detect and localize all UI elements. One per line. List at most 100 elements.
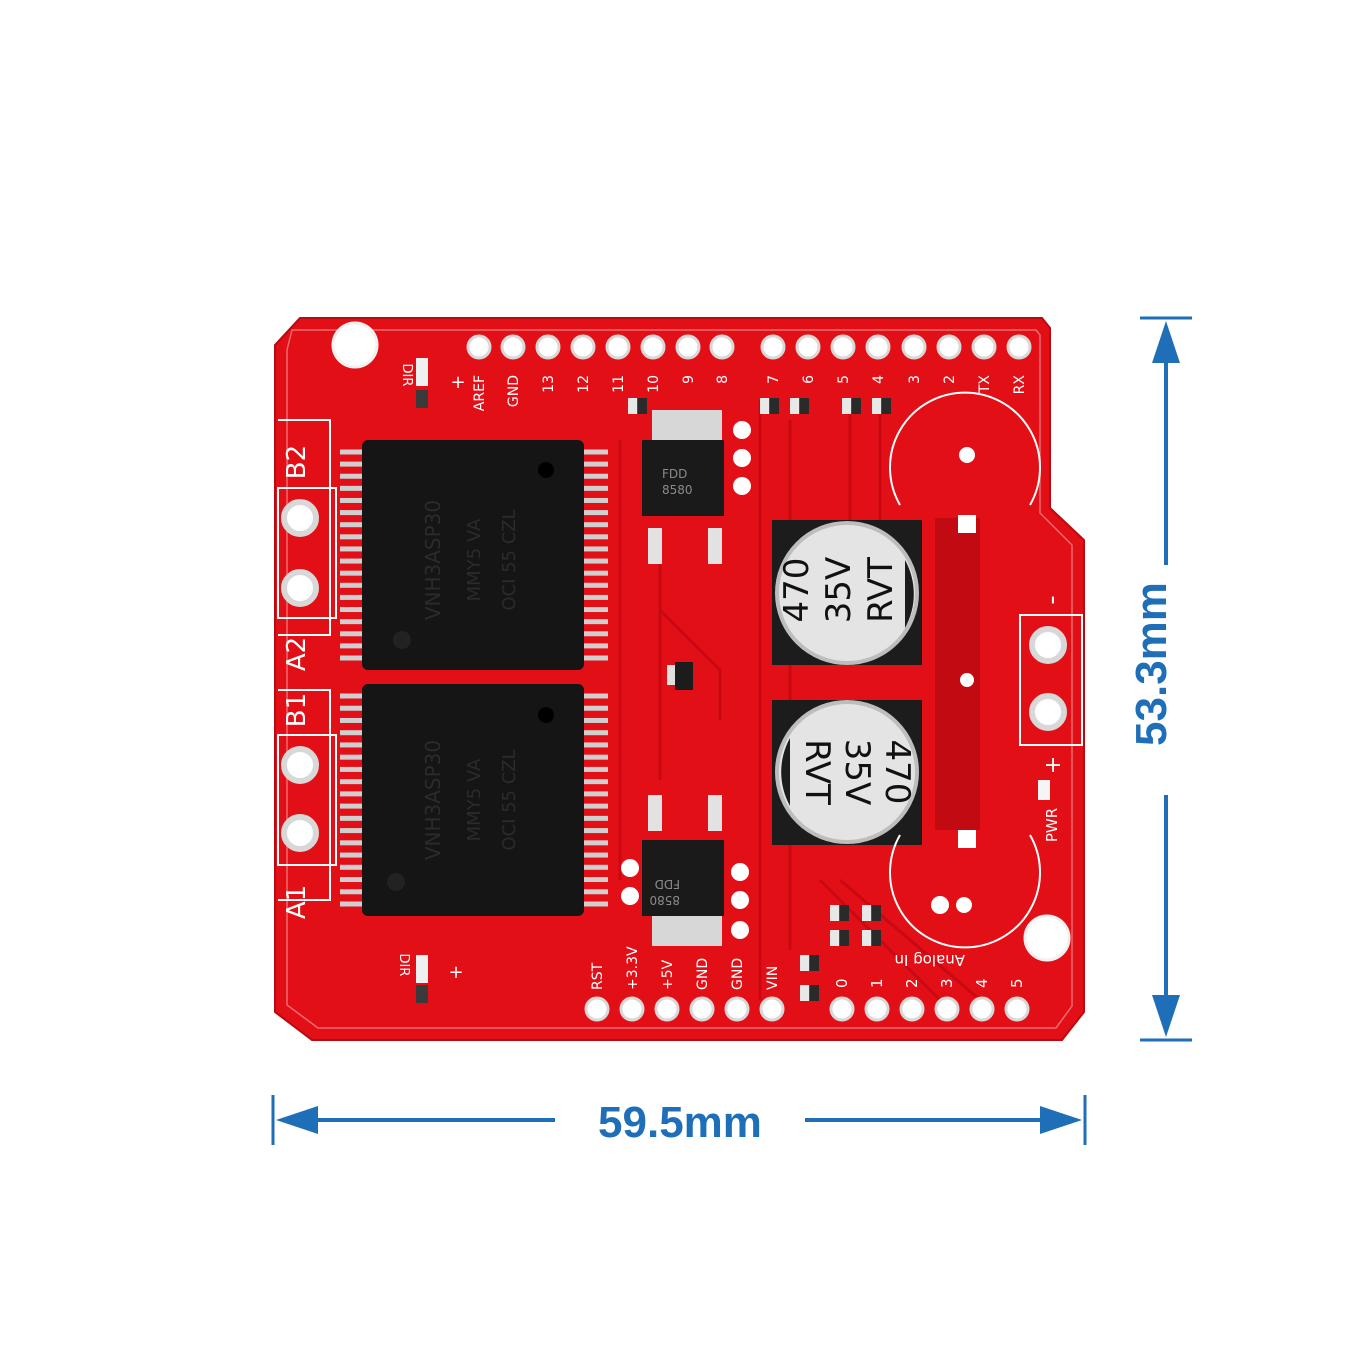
chip-pin	[584, 449, 608, 455]
chip-pin	[340, 582, 362, 588]
chip-pin	[584, 791, 608, 797]
header-pad	[640, 334, 666, 360]
bottom-pin-label: RST	[590, 962, 606, 990]
bottom-pin-label: +5V	[660, 959, 676, 990]
svg-text:470: 470	[777, 558, 817, 623]
header-pad	[759, 996, 785, 1022]
header-pad	[934, 996, 960, 1022]
header-pad	[969, 996, 995, 1022]
chip-pin	[340, 766, 362, 772]
analog-pin-label: 0	[833, 978, 851, 988]
chip-pin	[340, 877, 362, 883]
svg-text:DIR: DIR	[396, 954, 411, 977]
power-pad	[1029, 693, 1067, 731]
smd-resistor	[760, 398, 769, 414]
smd-resistor	[830, 930, 839, 946]
analog-pin-label: 1	[868, 978, 886, 988]
terminal-label-a1: A1	[282, 885, 312, 919]
header-pad	[466, 334, 492, 360]
chip-pin	[340, 655, 362, 661]
chip-pin	[584, 779, 608, 785]
chip-pin	[340, 828, 362, 834]
header-pad	[619, 996, 645, 1022]
chip-pin	[584, 717, 608, 723]
chip-pin	[584, 742, 608, 748]
chip-pin	[340, 594, 362, 600]
header-pad	[971, 334, 997, 360]
svg-text:8580: 8580	[649, 893, 680, 907]
bottom-pin-label: GND	[695, 958, 711, 990]
chip-pin	[584, 546, 608, 552]
chip-pin	[340, 522, 362, 528]
analog-in-label: Analog In	[894, 951, 965, 969]
top-pin-label: 9	[681, 375, 697, 384]
chip-pin	[584, 730, 608, 736]
chip-pin	[340, 631, 362, 637]
chip-pin	[340, 473, 362, 479]
terminal-label-a2: A2	[282, 637, 312, 671]
svg-text:470: 470	[877, 740, 917, 805]
header-pad	[795, 334, 821, 360]
terminal-label-b2: B2	[282, 445, 312, 479]
chip-pin	[340, 643, 362, 649]
header-pad	[1004, 996, 1030, 1022]
header-pad	[535, 334, 561, 360]
chip-pin	[584, 461, 608, 467]
chip-pin	[584, 619, 608, 625]
top-pin-label: 10	[646, 375, 662, 393]
chip-pin	[340, 742, 362, 748]
terminal-pad	[281, 569, 319, 607]
dir-led-top: DIR +	[399, 358, 466, 408]
top-pin-label: 3	[907, 375, 923, 384]
top-pin-label: GND	[506, 375, 522, 407]
smd-resistor	[638, 398, 647, 414]
chip-pin	[340, 558, 362, 564]
header-pad	[899, 996, 925, 1022]
top-pin-label: 7	[766, 375, 782, 384]
svg-text:MMY5 VA: MMY5 VA	[464, 758, 485, 841]
chip-pin	[584, 582, 608, 588]
top-pin-label: 2	[942, 375, 958, 384]
chip-pin	[340, 717, 362, 723]
dir-led-bottom: DIR +	[396, 954, 464, 1003]
mounting-hole-top-left	[331, 321, 379, 369]
smd-resistor	[830, 905, 839, 921]
chip-pin	[584, 485, 608, 491]
smd-component	[675, 662, 693, 690]
header-pad	[901, 334, 927, 360]
analog-pin-label: 2	[903, 978, 921, 988]
chip-pin	[340, 840, 362, 846]
svg-text:35V: 35V	[837, 739, 877, 806]
header-pad	[689, 996, 715, 1022]
chip-pin	[340, 730, 362, 736]
header-pad	[864, 996, 890, 1022]
capacitor-top: 470 35V RVT	[772, 520, 922, 665]
svg-text:VNH3ASP30: VNH3ASP30	[421, 500, 445, 620]
bottom-pin-label: VIN	[765, 966, 781, 990]
analog-pin-label: 3	[938, 978, 956, 988]
chip-pin	[340, 779, 362, 785]
svg-text:RVT: RVT	[797, 739, 837, 805]
motor-terminals-left: B2 A2 B1 A1	[277, 419, 337, 919]
capacitor-footprints	[889, 391, 1041, 949]
analog-pin-label: 4	[973, 978, 991, 988]
svg-text:MMY5 VA: MMY5 VA	[464, 518, 485, 601]
chip-pin	[584, 655, 608, 661]
bottom-pin-label: GND	[730, 958, 746, 990]
top-pin-label: 5	[836, 375, 852, 384]
pwr-led	[1038, 780, 1050, 800]
header-pad	[654, 996, 680, 1022]
chip-pin	[340, 497, 362, 503]
chip-pin	[340, 546, 362, 552]
smd-resistor	[790, 398, 799, 414]
chip-pin	[584, 852, 608, 858]
chip-pin	[584, 766, 608, 772]
chip-pin	[584, 558, 608, 564]
chip-pin	[340, 693, 362, 699]
header-pad	[830, 334, 856, 360]
pwr-label: PWR	[1043, 808, 1061, 842]
svg-text:OCI 55 CZL: OCI 55 CZL	[499, 749, 520, 850]
top-pin-label: 12	[576, 375, 592, 393]
header-pad	[760, 334, 786, 360]
capacitor-bottom: 470 35V RVT	[772, 700, 922, 845]
